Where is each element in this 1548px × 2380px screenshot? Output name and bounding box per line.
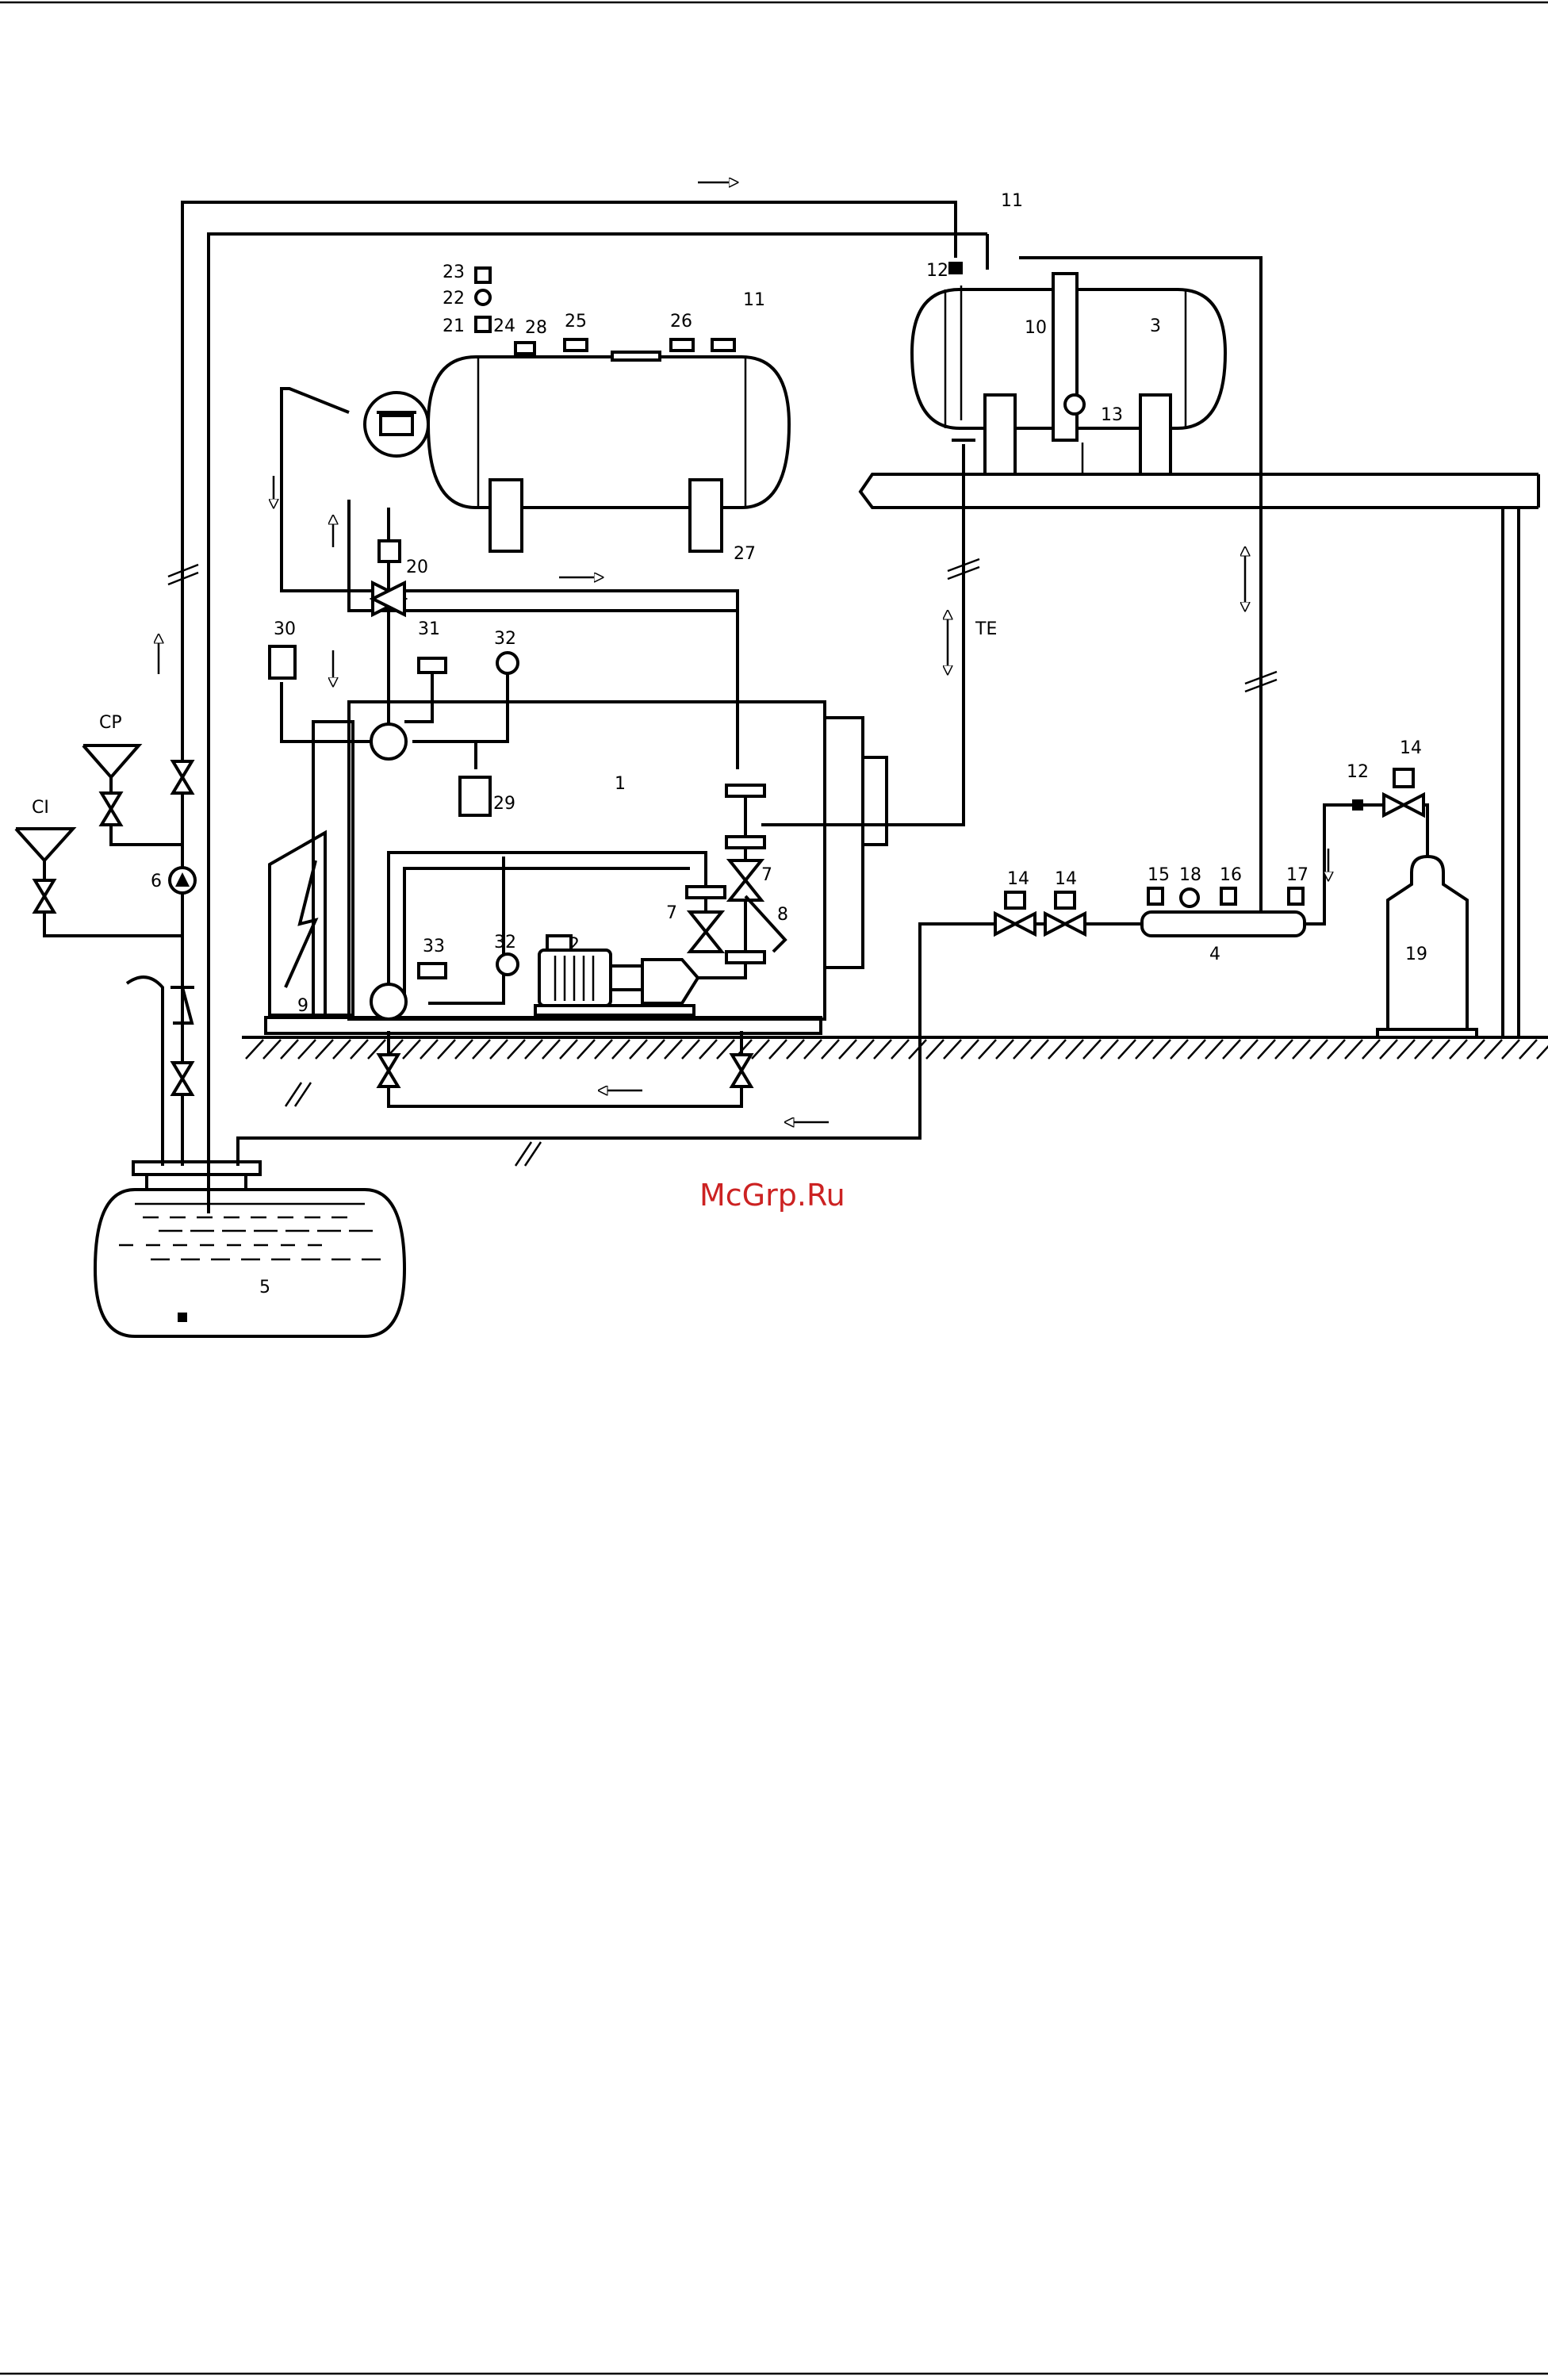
label-cp: CP (99, 713, 122, 733)
label-20: 20 (406, 558, 428, 577)
label-24: 24 (493, 316, 515, 336)
label-25: 25 (565, 312, 587, 332)
instruments (270, 262, 1477, 1037)
watermark: McGrp.Ru (699, 1178, 845, 1213)
label-23: 23 (443, 263, 465, 282)
label-9: 9 (297, 996, 308, 1016)
label-33: 33 (423, 937, 445, 956)
label-29: 29 (493, 794, 515, 814)
label-15: 15 (1148, 865, 1170, 885)
label-13: 13 (1101, 405, 1123, 425)
vent-pipe (127, 977, 163, 1166)
label-12a: 12 (926, 261, 948, 281)
label-10: 10 (1025, 318, 1047, 338)
label-12b: 12 (1347, 762, 1369, 782)
label-32a: 32 (494, 629, 516, 649)
label-18: 18 (1179, 865, 1201, 885)
label-26: 26 (670, 312, 692, 332)
label-11a: 11 (1001, 191, 1023, 211)
label-32b: 32 (494, 933, 516, 952)
label-2: 2 (569, 935, 580, 955)
expansion-tank-3 (912, 274, 1225, 474)
label-6: 6 (151, 872, 162, 891)
label-19: 19 (1405, 945, 1427, 964)
label-14c: 14 (1400, 738, 1422, 758)
label-ci: CI (32, 798, 49, 818)
check-valve (171, 987, 194, 1023)
label-4: 4 (1209, 945, 1220, 964)
label-21: 21 (443, 316, 465, 336)
label-22: 22 (443, 289, 465, 309)
label-7b: 7 (761, 865, 772, 885)
valves (35, 541, 1423, 1094)
reservoir-tank-5 (95, 1162, 404, 1336)
label-14a: 14 (1007, 869, 1029, 889)
label-8: 8 (777, 905, 788, 925)
receiver-tank (365, 352, 789, 551)
label-30: 30 (274, 619, 296, 639)
pump-motor-2 (535, 936, 698, 1015)
ground-line (242, 1037, 1548, 1059)
label-16: 16 (1220, 865, 1242, 885)
label-7a: 7 (666, 903, 677, 923)
label-31: 31 (418, 619, 440, 639)
line-break-marks (168, 559, 1277, 1166)
label-5: 5 (259, 1278, 270, 1297)
label-11b: 11 (743, 290, 765, 310)
label-1: 1 (615, 774, 626, 794)
label-te: TE (975, 619, 997, 639)
label-27: 27 (734, 544, 756, 564)
label-17: 17 (1286, 865, 1309, 885)
label-28: 28 (525, 318, 547, 338)
label-3: 3 (1150, 316, 1161, 336)
circulation-pump-6 (170, 868, 195, 893)
label-14b: 14 (1055, 869, 1077, 889)
